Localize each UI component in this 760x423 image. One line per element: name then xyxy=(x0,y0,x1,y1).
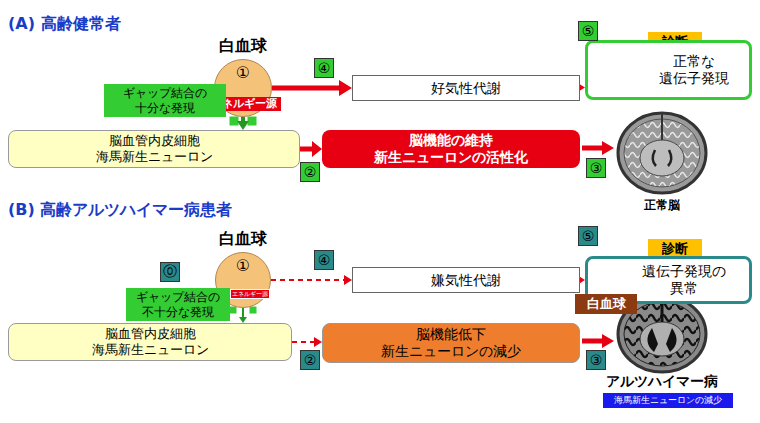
node-text: 脳機能低下 新生ニューロンの減少 xyxy=(376,326,526,360)
callout-number: ⑤ xyxy=(578,226,598,246)
cell-box: 脳血管内皮細胞 海馬新生ニューロン xyxy=(8,323,292,361)
node-text: 診断 xyxy=(662,241,688,257)
callout-number: ② xyxy=(300,162,320,182)
node-text: ① xyxy=(236,256,250,275)
arrowhead xyxy=(237,121,249,130)
node-text: 脳機能の維持 新生ニューロンの活性化 xyxy=(371,132,531,166)
connector-line xyxy=(271,279,344,281)
node-text: 脳血管内皮細胞 海馬新生ニューロン xyxy=(85,326,215,357)
node-text: 白血球 xyxy=(587,296,626,312)
energy-source-bar: エネルギー源 xyxy=(230,289,270,299)
callout-number: ④ xyxy=(314,250,334,270)
connector-line xyxy=(272,86,339,91)
section-title: (B) 高齢アルツハイマー病患者 xyxy=(8,200,232,221)
connector-arrow xyxy=(300,141,322,157)
node-text: 正常な 遺伝子発現 xyxy=(649,53,739,87)
gap-junction-box: ギャップ結合の 十分な発現 xyxy=(104,84,226,117)
brain-caption: アルツハイマー病 xyxy=(606,373,718,391)
connector-arrow xyxy=(237,117,249,130)
connector-line xyxy=(242,308,244,317)
connector-arrow xyxy=(292,337,322,347)
section-title: (A) 高齢健常者 xyxy=(8,14,121,35)
node-text: 嫌気性代謝 xyxy=(431,272,501,289)
arrowhead xyxy=(312,141,322,157)
finding-tag: 海馬新生ニューロンの減少 xyxy=(603,393,733,408)
node-text: 白血球 xyxy=(175,36,311,55)
callout-number: ⑤ xyxy=(578,21,598,41)
brain-caption: 正常脳 xyxy=(644,197,680,214)
node-text: 白血球 xyxy=(176,229,310,248)
connector-line xyxy=(241,117,245,121)
connector-arrow xyxy=(272,80,352,96)
callout-number: ⓪ xyxy=(160,262,180,282)
node-text: ① xyxy=(236,63,250,82)
arrowhead xyxy=(314,337,322,347)
callout-number: ③ xyxy=(586,350,606,370)
node-text: 海馬新生ニューロンの減少 xyxy=(614,395,722,406)
callout-number: ③ xyxy=(586,158,606,178)
gap-junction-box: ギャップ結合の 不十分な発現 xyxy=(126,288,230,321)
metabolism-box: 嫌気性代謝 xyxy=(352,267,580,293)
brain-function-box: 脳機能の維持 新生ニューロンの活性化 xyxy=(322,130,580,168)
node-text: 脳血管内皮細胞 海馬新生ニューロン xyxy=(89,133,219,164)
node-text: ギャップ結合の 十分な発現 xyxy=(119,86,211,115)
cell-box: 脳血管内皮細胞 海馬新生ニューロン xyxy=(8,130,300,168)
diagnosis-box: 正常な 遺伝子発現 xyxy=(585,40,752,100)
arrowhead xyxy=(339,80,352,96)
connector-line xyxy=(300,147,312,152)
metabolism-box: 好気性代謝 xyxy=(352,75,580,101)
callout-number: ② xyxy=(300,350,320,370)
brain-normal xyxy=(618,113,706,193)
connector-arrow xyxy=(271,275,352,285)
brain-function-box: 脳機能低下 新生ニューロンの減少 xyxy=(322,323,580,363)
callout-number: ④ xyxy=(314,58,334,78)
white-blood-cell-tag: 白血球 xyxy=(575,294,637,314)
node-text: 遺伝子発現の 異常 xyxy=(634,263,734,297)
connector-arrow xyxy=(239,308,247,323)
node-text: エネルギー源 xyxy=(232,290,268,297)
arrowhead xyxy=(344,275,352,285)
node-text: 好気性代謝 xyxy=(431,80,501,97)
connector-line xyxy=(292,341,314,343)
node-text: ギャップ結合の 不十分な発現 xyxy=(132,290,224,319)
